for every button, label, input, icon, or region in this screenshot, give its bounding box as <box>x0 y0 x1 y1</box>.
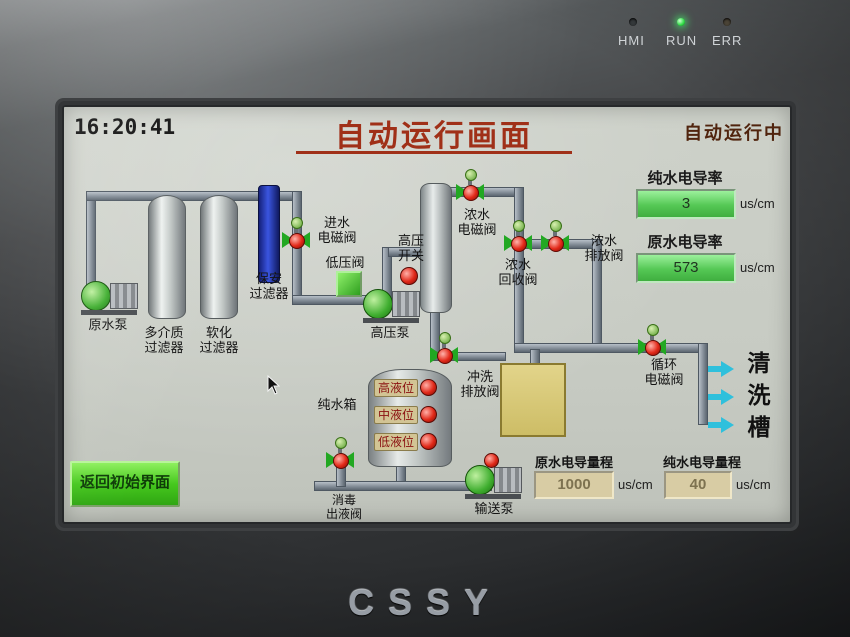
hmi-led-icon <box>629 18 637 26</box>
raw-conductivity-label: 原水电导率 <box>647 234 723 251</box>
mid-level-led-icon <box>420 406 437 423</box>
pipe <box>514 343 708 353</box>
conc-solenoid-label: 浓水 电磁阀 <box>457 207 497 238</box>
pipe <box>86 193 96 287</box>
brand-logo: CSSY <box>347 582 503 623</box>
run-led-label: RUN <box>666 33 698 48</box>
valve-status-ball-icon <box>333 453 349 469</box>
wash-tank-label: 清洗槽 <box>744 351 770 447</box>
media-filter-tank-icon <box>148 195 186 319</box>
run-status-text: 自动运行中 <box>684 123 784 143</box>
valve-status-ball-icon <box>511 236 527 252</box>
conc-recovery-label: 浓水 回收阀 <box>498 257 538 288</box>
mouse-cursor-icon <box>266 374 281 400</box>
cip-tank-icon <box>500 363 566 437</box>
inlet-solenoid-valve-icon <box>282 217 310 250</box>
clock: 16:20:41 <box>74 115 176 139</box>
pump-base-icon <box>465 494 521 499</box>
disinfect-valve-label: 消毒 出液阀 <box>325 493 362 522</box>
concentrate-solenoid-valve-icon <box>456 169 484 202</box>
low-level-led-icon <box>420 433 437 450</box>
pure-conductivity-display: 3 <box>636 189 736 219</box>
pure-range-label: 纯水电导量程 <box>662 455 741 470</box>
pure-range-input[interactable]: 40 <box>664 471 732 499</box>
transfer-pump-led-icon <box>484 453 499 468</box>
guard-filter-column-icon <box>258 185 280 283</box>
raw-range-unit: us/cm <box>618 477 653 492</box>
circ-solenoid-label: 循环 电磁阀 <box>644 357 684 388</box>
pump-base-icon <box>81 310 137 315</box>
hp-pump-label: 高压泵 <box>370 325 410 340</box>
raw-conductivity-display: 573 <box>636 253 736 283</box>
valve-status-ball-icon <box>645 340 661 356</box>
hmi-screen: 16:20:41 自动运行画面 自动运行中 纯水电导率 3 us/cm 原水电导… <box>62 105 792 524</box>
pump-impeller-icon <box>465 465 495 495</box>
back-to-home-button[interactable]: 返回初始界面 <box>70 461 180 507</box>
high-level-led-icon <box>420 379 437 396</box>
hp-switch-led-icon <box>400 267 418 285</box>
wash-flow-arrow-icon <box>708 389 735 405</box>
low-level-label: 低液位 <box>374 433 419 451</box>
high-level-label: 高液位 <box>374 379 419 397</box>
concentrate-drain-valve-icon <box>541 220 569 253</box>
ro-membrane-vessel-icon <box>420 183 452 313</box>
wash-flow-arrow-icon <box>708 417 735 433</box>
bezel-led-row: HMI RUN ERR <box>612 18 772 49</box>
circulation-solenoid-valve-icon <box>638 324 666 357</box>
transfer-pump-label: 输送泵 <box>474 501 514 516</box>
title-underline <box>296 151 572 154</box>
raw-pump-label: 原水泵 <box>88 317 128 332</box>
softener-tank-icon <box>200 195 238 319</box>
pump-motor-icon <box>110 283 138 309</box>
pump-impeller-icon <box>81 281 111 311</box>
raw-range-input[interactable]: 1000 <box>534 471 614 499</box>
soft-filter-label: 软化 过滤器 <box>199 325 239 356</box>
valve-status-ball-icon <box>463 185 479 201</box>
mid-level-label: 中液位 <box>374 406 419 424</box>
wash-flow-arrow-icon <box>708 361 735 377</box>
hmi-led-label: HMI <box>618 33 645 48</box>
flush-drain-label: 冲洗 排放阀 <box>460 369 500 400</box>
low-pressure-indicator-icon <box>336 271 362 297</box>
pump-motor-icon <box>392 291 420 317</box>
pure-conductivity-unit: us/cm <box>740 196 775 211</box>
conc-drain-label: 浓水 排放阀 <box>584 233 624 264</box>
concentrate-recovery-valve-icon <box>504 220 532 253</box>
high-pressure-pump-icon <box>362 285 422 323</box>
run-led-icon <box>677 18 685 26</box>
pipe <box>698 343 708 425</box>
inlet-valve-label: 进水 电磁阀 <box>317 215 357 246</box>
low-pressure-valve-label: 低压阀 <box>325 255 365 270</box>
disinfect-outlet-valve-icon <box>326 437 354 470</box>
valve-status-ball-icon <box>437 348 453 364</box>
err-led-icon <box>723 18 731 26</box>
valve-status-ball-icon <box>289 233 305 249</box>
hp-switch-label: 高压 开关 <box>397 233 424 264</box>
pure-range-unit: us/cm <box>736 477 771 492</box>
valve-status-ball-icon <box>548 236 564 252</box>
pump-base-icon <box>363 318 419 323</box>
pump-motor-icon <box>494 467 522 493</box>
pump-impeller-icon <box>363 289 393 319</box>
err-led-label: ERR <box>712 33 743 48</box>
flush-drain-valve-icon <box>430 332 458 365</box>
raw-water-pump-icon <box>80 277 140 315</box>
raw-conductivity-unit: us/cm <box>740 260 775 275</box>
page-title: 自动运行画面 <box>335 119 533 154</box>
guard-filter-label: 保安 过滤器 <box>249 271 289 302</box>
pure-conductivity-label: 纯水电导率 <box>647 170 723 187</box>
raw-range-label: 原水电导量程 <box>534 455 613 470</box>
pure-tank-label: 纯水箱 <box>317 397 357 412</box>
transfer-pump-icon <box>464 453 524 499</box>
media-filter-label: 多介质 过滤器 <box>144 325 184 356</box>
